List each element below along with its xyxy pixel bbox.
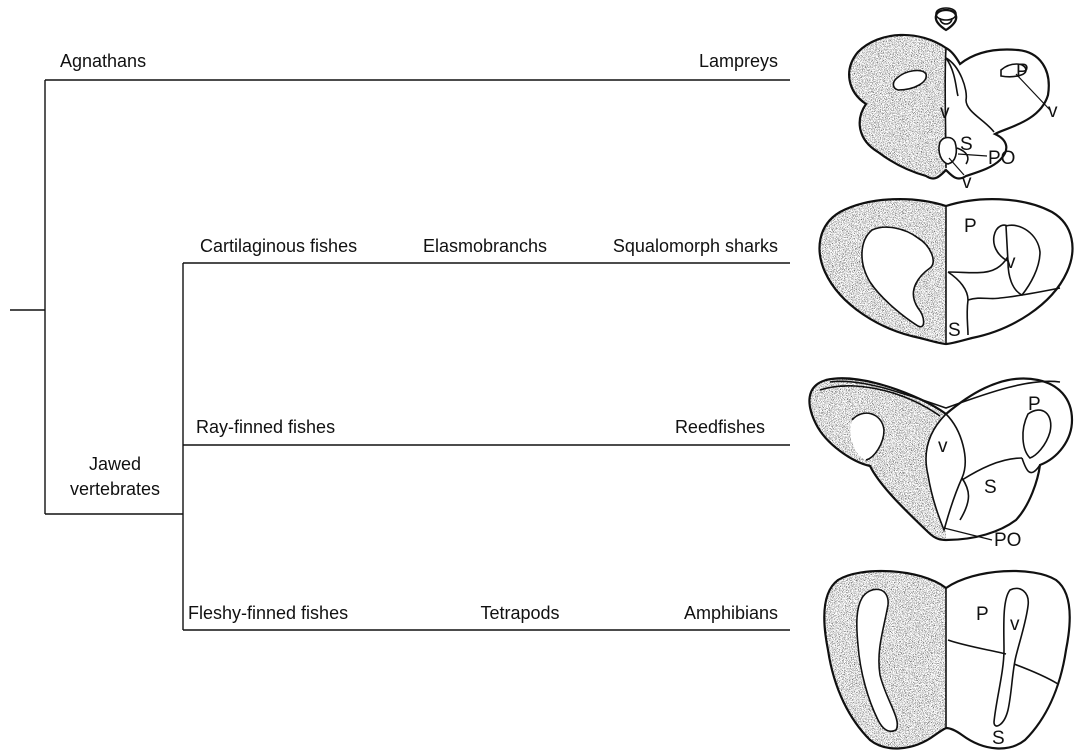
shark-label-p: P [964, 216, 977, 237]
label-amphibians: Amphibians [684, 603, 778, 623]
shark-label-v: v [1006, 252, 1016, 273]
reedfish-label-v: v [938, 436, 948, 457]
label-jawed-1: Jawed [89, 454, 141, 474]
lamprey-label-v2: v [1048, 101, 1058, 122]
lamprey-label-s: S [960, 134, 973, 155]
reedfish-label-po: PO [994, 530, 1021, 551]
label-squalomorph: Squalomorph sharks [613, 236, 778, 256]
amphibian-label-s: S [992, 728, 1005, 749]
label-tetrapods: Tetrapods [480, 603, 559, 623]
label-lampreys: Lampreys [699, 51, 778, 71]
lamprey-label-po: PO [988, 148, 1015, 169]
reedfish-brain-section: P v S PO [809, 378, 1072, 551]
reedfish-label-p: P [1028, 394, 1041, 415]
amphibian-label-p: P [976, 604, 989, 625]
tree-labels: Agnathans Lampreys Jawed vertebrates Car… [60, 51, 778, 623]
label-agnathans: Agnathans [60, 51, 146, 71]
label-fleshyfinned: Fleshy-finned fishes [188, 603, 348, 623]
amphibian-label-v: v [1010, 614, 1020, 635]
reedfish-label-s: S [984, 477, 997, 498]
label-reedfishes: Reedfishes [675, 417, 765, 437]
phylogenetic-tree [10, 80, 790, 630]
label-rayfinned: Ray-finned fishes [196, 417, 335, 437]
lamprey-brain-section: v P v S PO v [849, 8, 1058, 193]
lamprey-label-v: v [940, 102, 950, 123]
label-cartilaginous: Cartilaginous fishes [200, 236, 357, 256]
label-jawed-2: vertebrates [70, 479, 160, 499]
label-elasmobranchs: Elasmobranchs [423, 236, 547, 256]
amphibian-brain-section: P v S [824, 571, 1069, 749]
shark-brain-section: P v S [820, 199, 1073, 344]
lamprey-label-p: P [1016, 61, 1029, 82]
shark-label-s: S [948, 320, 961, 341]
lamprey-label-v3: v [962, 172, 972, 193]
